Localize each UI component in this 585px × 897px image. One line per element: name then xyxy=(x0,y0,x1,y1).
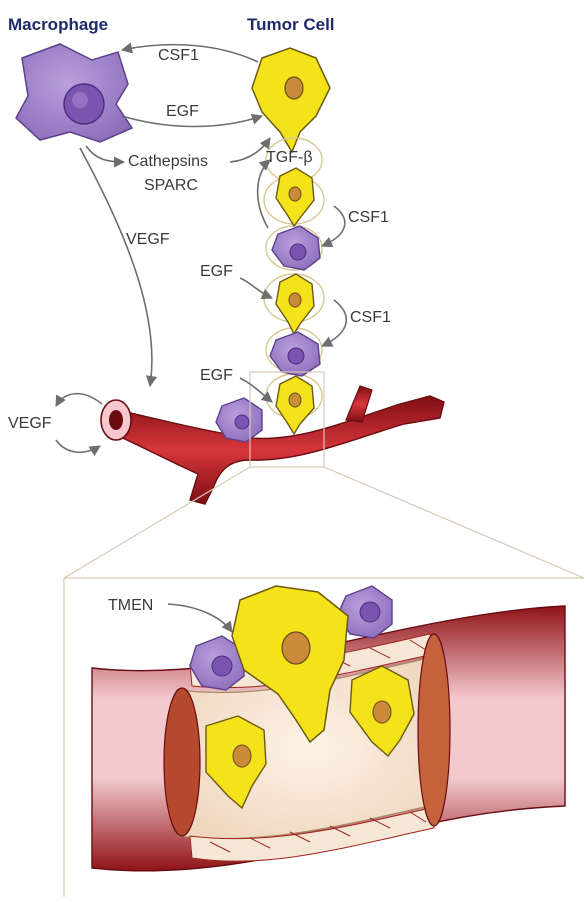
label-tgf-beta: TGF-β xyxy=(266,149,313,166)
blood-vessel-top xyxy=(101,386,444,504)
label-egf-top: EGF xyxy=(166,103,199,120)
label-egf-mid2: EGF xyxy=(200,367,233,384)
label-egf-mid1: EGF xyxy=(200,263,233,280)
tumor-cell-chain-2 xyxy=(276,274,314,334)
label-sparc: SPARC xyxy=(144,177,198,194)
tumor-cell-chain-3 xyxy=(276,376,314,434)
macrophage-chain-2 xyxy=(270,332,320,376)
label-vegf-main: VEGF xyxy=(126,231,170,248)
label-csf1-mid1: CSF1 xyxy=(348,209,389,226)
macrophage-chain-1 xyxy=(272,226,320,270)
tumor-cell-header: Tumor Cell xyxy=(247,15,335,34)
label-vegf-vessel: VEGF xyxy=(8,415,52,432)
tumor-cell-chain-1 xyxy=(276,168,314,226)
label-tmen: TMEN xyxy=(108,597,153,614)
macrophage-top xyxy=(16,44,132,142)
zoom-lines xyxy=(64,467,584,578)
tmen-arrow xyxy=(168,604,232,632)
label-csf1-mid2: CSF1 xyxy=(350,309,391,326)
label-csf1-top: CSF1 xyxy=(158,47,199,64)
tumor-cell-top xyxy=(252,48,330,152)
macrophage-header: Macrophage xyxy=(8,15,108,34)
label-cathepsins: Cathepsins xyxy=(128,153,208,170)
